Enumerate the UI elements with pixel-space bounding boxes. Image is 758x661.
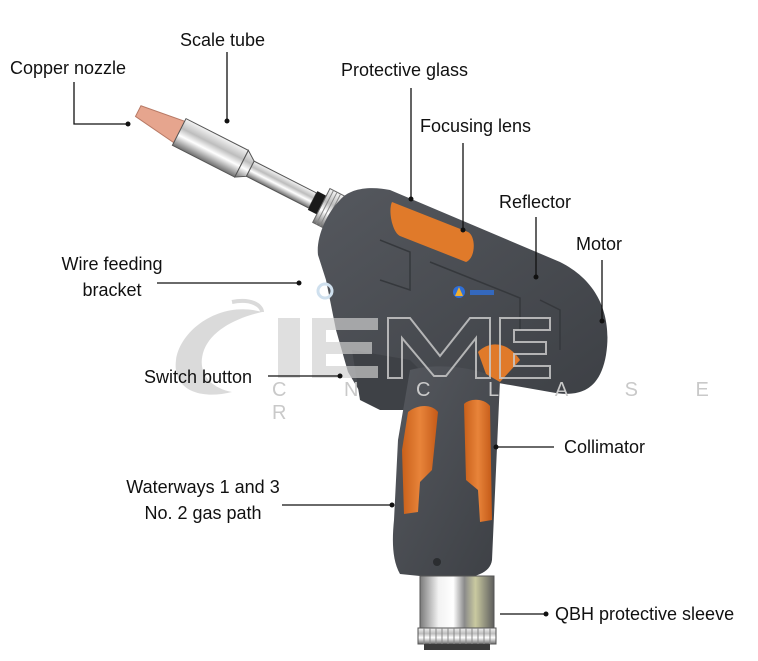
label-motor: Motor xyxy=(576,234,623,254)
watermark-letters xyxy=(278,317,551,379)
label-wire-feeding-line2: bracket xyxy=(82,280,142,300)
label-protective-glass: Protective glass xyxy=(341,60,469,80)
label-waterways-line2: No. 2 gas path xyxy=(144,503,262,523)
label-waterways-line1: Waterways 1 and 3 xyxy=(126,477,280,497)
label-collimator: Collimator xyxy=(564,437,646,457)
label-wire-feeding-bracket: Wire feeding bracket xyxy=(52,253,172,301)
label-copper-nozzle: Copper nozzle xyxy=(10,58,127,78)
label-wire-feeding-line1: Wire feeding xyxy=(61,254,163,274)
label-reflector: Reflector xyxy=(499,192,572,212)
leader-lines xyxy=(73,52,603,615)
label-scale-tube: Scale tube xyxy=(180,30,266,50)
nozzle-assembly xyxy=(134,105,352,235)
label-qbh-protective-sleeve: QBH protective sleeve xyxy=(555,604,735,624)
label-waterways: Waterways 1 and 3 No. 2 gas path xyxy=(112,476,294,524)
watermark-subtext: C N C L A S E R xyxy=(272,379,735,424)
watermark-logo-icon xyxy=(175,299,264,395)
leader-dots xyxy=(125,118,605,617)
label-focusing-lens: Focusing lens xyxy=(420,116,532,136)
label-switch-button: Switch button xyxy=(144,367,253,387)
qbh-sleeve xyxy=(417,575,497,650)
